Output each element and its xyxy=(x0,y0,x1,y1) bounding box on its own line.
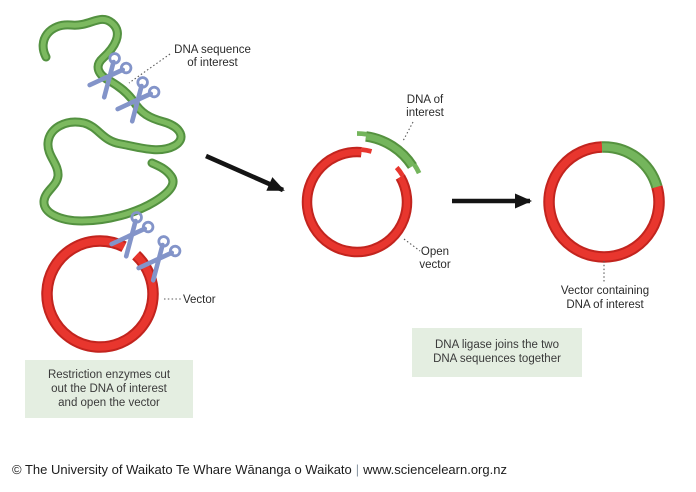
genomic-dna-strand xyxy=(38,14,186,226)
footer-credit: © The University of Waikato Te Whare Wān… xyxy=(12,462,507,477)
open-vector-ring xyxy=(301,146,413,258)
recombinant-vector-ring xyxy=(543,141,665,263)
leader-line xyxy=(403,238,421,252)
copyright-text: © The University of Waikato Te Whare Wān… xyxy=(12,462,352,477)
leader-line xyxy=(402,121,414,142)
vector-label: Vector xyxy=(183,294,216,306)
footer-url: www.sciencelearn.org.nz xyxy=(363,462,507,477)
arrow-right-icon xyxy=(205,153,285,193)
dna-sequence-label: DNA sequence of interest xyxy=(174,44,251,69)
vector-plasmid xyxy=(41,235,159,353)
open-vector-label: Open vector xyxy=(419,246,451,271)
dna-insert-arc xyxy=(356,131,422,175)
restriction-enzymes-caption: Restriction enzymes cut out the DNA of i… xyxy=(25,360,193,418)
result-label: Vector containing DNA of interest xyxy=(560,285,650,311)
dna-of-interest-label: DNA of interest xyxy=(406,94,444,119)
dna-ligase-caption: DNA ligase joins the two DNA sequences t… xyxy=(412,328,582,377)
footer-separator: | xyxy=(355,462,360,477)
leader-line xyxy=(128,53,171,84)
